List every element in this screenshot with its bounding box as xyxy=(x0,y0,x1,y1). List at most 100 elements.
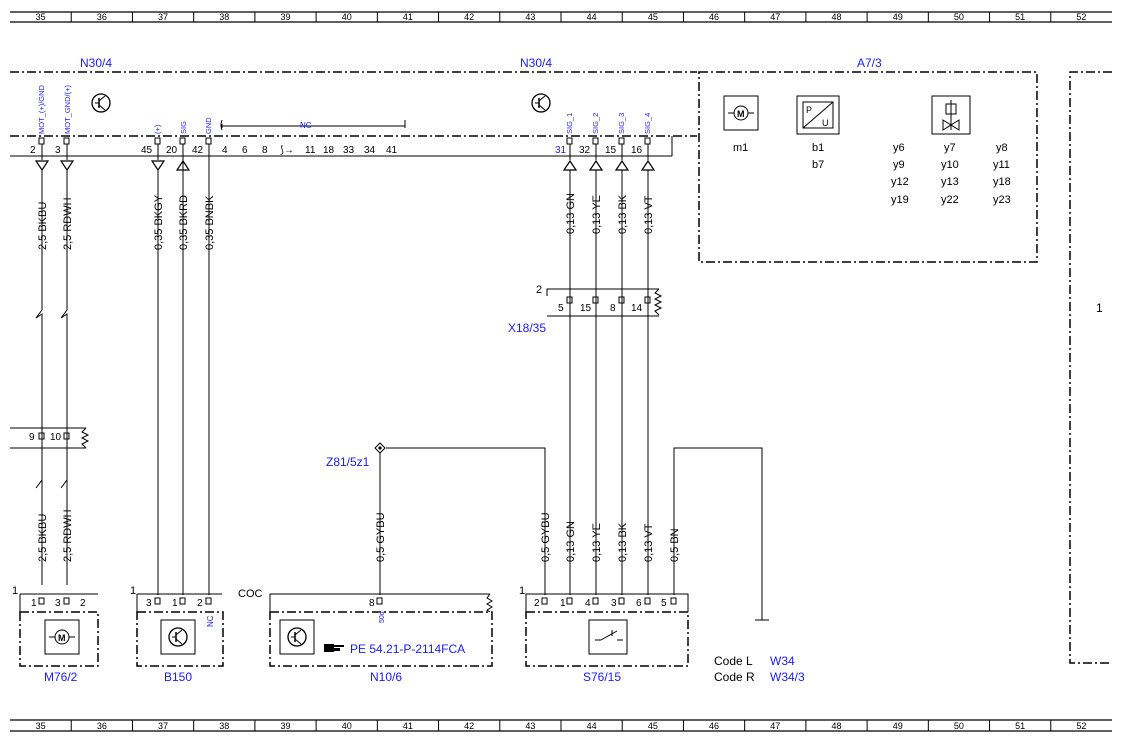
pin: 1 xyxy=(560,598,566,609)
code-l-value: W34 xyxy=(770,654,795,668)
pin-signal: (+) xyxy=(153,124,162,134)
nc-bracket: NC xyxy=(220,119,406,131)
wire-label: 0,5 GYBU xyxy=(375,512,387,562)
pin: 2 xyxy=(80,598,86,609)
grid-column-label: 38 xyxy=(219,12,229,22)
pin-number: 32 xyxy=(579,145,591,156)
grid-column-label: 36 xyxy=(97,12,107,22)
b150-nc: NC xyxy=(206,615,215,627)
grid-column-label: 52 xyxy=(1076,721,1086,731)
grid-column-label: 49 xyxy=(893,12,903,22)
nc-label: NC xyxy=(300,121,312,130)
grid-column-label: 42 xyxy=(464,12,474,22)
grid-column-label: 44 xyxy=(587,12,597,22)
pin-number: 42 xyxy=(192,145,204,156)
pin-number: 33 xyxy=(343,145,355,156)
pin-number: 3 xyxy=(55,145,61,156)
pin-number: 18 xyxy=(323,145,335,156)
wires xyxy=(35,144,769,621)
grid-column-label: 47 xyxy=(770,721,780,731)
motor-icon: M xyxy=(44,619,80,655)
grid-column-label: 51 xyxy=(1015,12,1025,22)
block-index: 1 xyxy=(519,585,525,597)
grid-column-label: 50 xyxy=(954,721,964,731)
x18-35-pin: 14 xyxy=(631,303,643,314)
code-l-label: Code L xyxy=(714,654,753,668)
pin-number: 20 xyxy=(166,145,178,156)
grid-column-label: 43 xyxy=(525,721,535,731)
transistor-icon xyxy=(287,627,307,647)
block-index: 1 xyxy=(130,585,136,597)
pin: 2 xyxy=(197,598,203,609)
grid-column-label: 51 xyxy=(1015,721,1025,731)
wire-label: 0,13 YE xyxy=(591,195,603,234)
pin: 1 xyxy=(31,598,37,609)
pin-number: 31 xyxy=(555,145,567,156)
m76-2-component: 1 1 3 2 M M76/2 xyxy=(12,585,99,684)
wire-label: 0,5 BN xyxy=(669,528,681,562)
switch-icon xyxy=(588,619,628,655)
pin-signal: MOT_GND/(+) xyxy=(63,85,72,134)
n30-4-pin-numbers: 2 3 45 20 42 4 6 8 ⟆→ 11 18 33 34 41 31 … xyxy=(30,145,643,156)
grid-column-label: 45 xyxy=(648,721,658,731)
a7-3-module: A7/3 M PU m1 b1 b7 y6 y7 y8 y9 y10 y11 y… xyxy=(698,56,1038,263)
a7-3-valve: y22 xyxy=(941,194,959,206)
x18-35-pin: 5 xyxy=(558,303,564,314)
svg-text:P: P xyxy=(806,105,812,115)
pin-number: 2 xyxy=(30,145,36,156)
wire-label: 0,13 GN xyxy=(565,193,577,234)
a7-3-valve: y10 xyxy=(941,159,959,171)
grid-column-label: 41 xyxy=(403,12,413,22)
grid-column-label: 37 xyxy=(158,12,168,22)
grid-column-label: 50 xyxy=(954,12,964,22)
pin-number: 11 xyxy=(305,145,316,156)
svg-text:M: M xyxy=(58,633,66,643)
grid-column-label: 42 xyxy=(464,721,474,731)
svg-text:M: M xyxy=(737,109,745,119)
wire-label: 2,5 BKBU xyxy=(37,514,49,562)
mid-connector: 9 10 xyxy=(10,427,90,449)
a7-3-valve: y18 xyxy=(993,176,1011,188)
wire-labels-lower: 2,5 BKBU 2,5 RDWH 0,5 GYBU 0,5 GYBU 0,13… xyxy=(37,509,681,562)
grid-column-label: 46 xyxy=(709,12,719,22)
pin: 3 xyxy=(146,598,152,609)
a7-3-item: m1 xyxy=(733,142,748,154)
wire-label: 2,5 RDWH xyxy=(62,509,74,562)
a7-3-valve: y19 xyxy=(891,194,909,206)
n10-6-component: COC 8 50d PE 54.21-P-2114FCA N10/6 xyxy=(238,588,493,684)
x18-35-label: X18/35 xyxy=(508,321,546,335)
n10-6-label: N10/6 xyxy=(370,670,402,684)
pin: 5 xyxy=(661,598,667,609)
wire-label: 0,13 YE xyxy=(591,523,603,562)
pointing-hand-icon xyxy=(324,644,344,652)
right-block: 1 xyxy=(1069,71,1112,664)
a7-3-valve: y13 xyxy=(941,176,959,188)
grid-column-label: 52 xyxy=(1076,12,1086,22)
a7-3-valve: y9 xyxy=(893,159,905,171)
pin: 3 xyxy=(55,598,61,609)
wire-labels-upper: 2,5 BKBU 2,5 RDWH 0,35 BKGY 0,35 BKRD 0,… xyxy=(37,193,655,250)
x18-35-pin: 15 xyxy=(580,303,592,314)
n30-4-label-right: N30/4 xyxy=(520,56,552,70)
x18-35-group: 2 xyxy=(536,284,542,296)
pin-signal: SIG_2 xyxy=(591,113,600,134)
m76-2-label: M76/2 xyxy=(44,670,78,684)
grid-column-label: 44 xyxy=(587,721,597,731)
grid-column-label: 41 xyxy=(403,721,413,731)
reference-link[interactable]: PE 54.21-P-2114FCA xyxy=(350,642,465,656)
a7-3-valve: y11 xyxy=(993,159,1010,171)
pin: 6 xyxy=(636,598,642,609)
n30-4-label-left: N30/4 xyxy=(80,56,112,70)
wire-label: 0,13 GN xyxy=(565,521,577,562)
pin-signal: MOT_(+)/GND xyxy=(37,84,46,134)
coc-label: COC xyxy=(238,588,263,600)
code-labels: Code L W34 Code R W34/3 xyxy=(714,654,805,684)
wire-label: 0,35 BKRD xyxy=(178,195,190,250)
b150-label: B150 xyxy=(164,670,192,684)
grid-column-label: 39 xyxy=(280,721,290,731)
grid-column-label: 40 xyxy=(342,721,352,731)
pin: 1 xyxy=(172,598,178,609)
a7-3-item: b7 xyxy=(812,159,824,171)
